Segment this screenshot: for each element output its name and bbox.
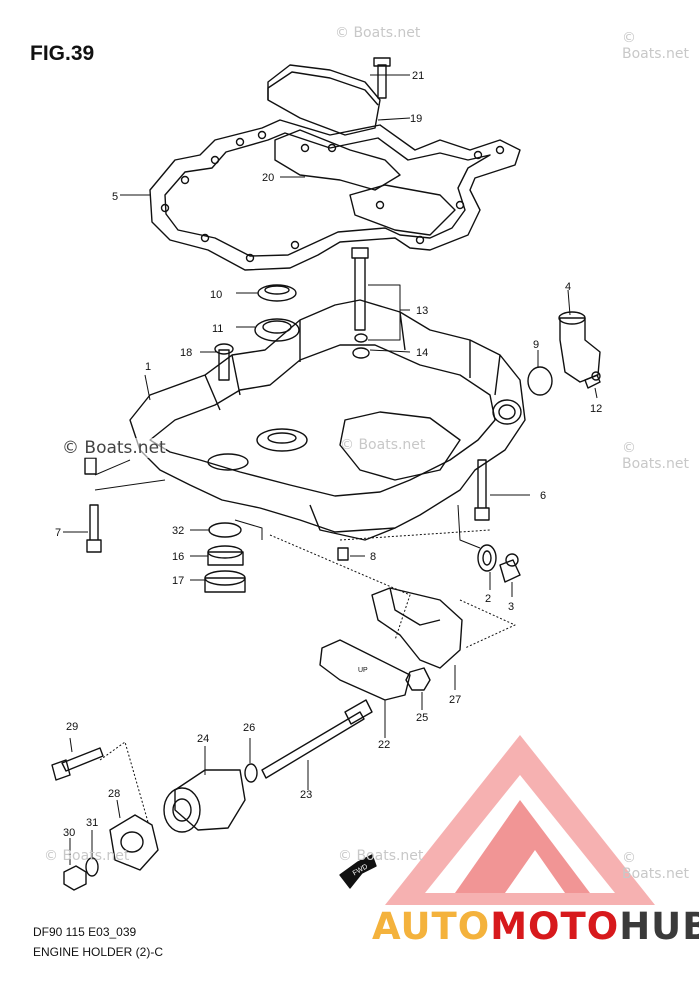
bolt-7 (86, 504, 102, 553)
callout-16: 16 (172, 551, 184, 563)
bracket-27 (371, 587, 463, 669)
callout-19: 19 (410, 113, 422, 125)
nut-25 (405, 667, 431, 691)
pin-8 (337, 547, 349, 561)
callout-18: 18 (180, 347, 192, 359)
callout-29: 29 (66, 721, 78, 733)
gasket-holes (160, 130, 505, 263)
callout-4: 4 (565, 281, 571, 293)
screw-18 (218, 349, 230, 381)
gasket-outline (149, 119, 521, 271)
seal-11 (254, 318, 300, 342)
shaft-23 (261, 711, 365, 779)
callout-labels: 1 2 3 4 5 6 7 8 9 10 11 12 13 14 16 17 1… (55, 70, 602, 877)
callout-1: 1 (145, 361, 151, 373)
logo-triangle (385, 735, 655, 905)
washer-14 (352, 347, 370, 359)
gasket-22 (319, 639, 411, 701)
engine-holder-housing (129, 299, 526, 533)
callout-28: 28 (108, 788, 120, 800)
gasket-window (274, 129, 401, 191)
callout-31: 31 (86, 817, 98, 829)
leader-lines (63, 74, 598, 865)
figure-caption: ENGINE HOLDER (2)-C (33, 945, 164, 959)
callout-30: 30 (63, 827, 75, 839)
callout-12: 12 (590, 403, 602, 415)
washer-26 (244, 763, 258, 783)
watermark-bottom-right: © Boats.net (622, 850, 689, 882)
o-ring-9 (527, 366, 553, 396)
washer-2 (477, 544, 497, 572)
callout-24: 24 (197, 733, 209, 745)
watermark-bottom-left: © Boats.net (44, 848, 130, 864)
callout-11: 11 (212, 323, 223, 335)
watermark-top-right: © Boats.net (622, 30, 689, 62)
bolt-29 (61, 747, 104, 772)
gasket-window-2 (349, 184, 456, 236)
fitting-4 (559, 317, 601, 383)
logo-part-moto: MOTO (490, 905, 620, 948)
bearing-16 (207, 551, 244, 566)
callout-20: 20 (262, 172, 274, 184)
callout-13: 13 (416, 305, 428, 317)
callout-22: 22 (378, 739, 390, 751)
callout-9: 9 (533, 339, 539, 351)
callout-32: 32 (172, 525, 184, 537)
cover-plate (267, 64, 381, 136)
mount-24 (174, 769, 246, 831)
logo-part-hub: HUB (619, 905, 699, 948)
callout-25: 25 (416, 712, 428, 724)
gasket-up-mark: UP (358, 667, 368, 674)
watermark-top: © Boats.net (335, 25, 421, 41)
callout-26: 26 (243, 722, 255, 734)
plug-3 (499, 559, 521, 583)
washer-31 (85, 857, 99, 877)
callout-27: 27 (449, 694, 461, 706)
autmotohub-logo: AUTOMOTOHUB (372, 905, 699, 948)
figure-code: DF90 115 E03_039 (33, 925, 137, 939)
holder-28 (109, 814, 159, 871)
bolt-12 (584, 374, 601, 389)
callout-3: 3 (508, 601, 514, 613)
callout-6: 6 (540, 490, 546, 502)
callout-23: 23 (300, 789, 312, 801)
callout-21: 21 (412, 70, 424, 82)
watermark-bottom-mid: © Boats.net (338, 848, 424, 864)
gasket-inner-outline (164, 132, 491, 257)
watermark-large: © Boats.net (62, 438, 166, 458)
logo-part-auto: AUTO (372, 905, 491, 948)
fwd-arrow (339, 854, 377, 889)
bolt-6 (474, 459, 490, 521)
o-ring-32 (208, 522, 242, 538)
callout-7: 7 (55, 527, 61, 539)
callout-8: 8 (370, 551, 376, 563)
callout-5: 5 (112, 191, 118, 203)
seal-10 (257, 284, 297, 302)
callout-17: 17 (172, 575, 184, 587)
bolt-13 (351, 247, 369, 331)
bearing-17 (204, 577, 246, 593)
watermark-right: © Boats.net (622, 440, 689, 472)
figure-title: FIG.39 (30, 42, 95, 65)
bolt-21 (373, 57, 391, 99)
callout-14: 14 (416, 347, 428, 359)
callout-2: 2 (485, 593, 491, 605)
watermark-mid: © Boats.net (340, 437, 426, 453)
nut-30 (63, 865, 87, 891)
callout-10: 10 (210, 289, 222, 301)
